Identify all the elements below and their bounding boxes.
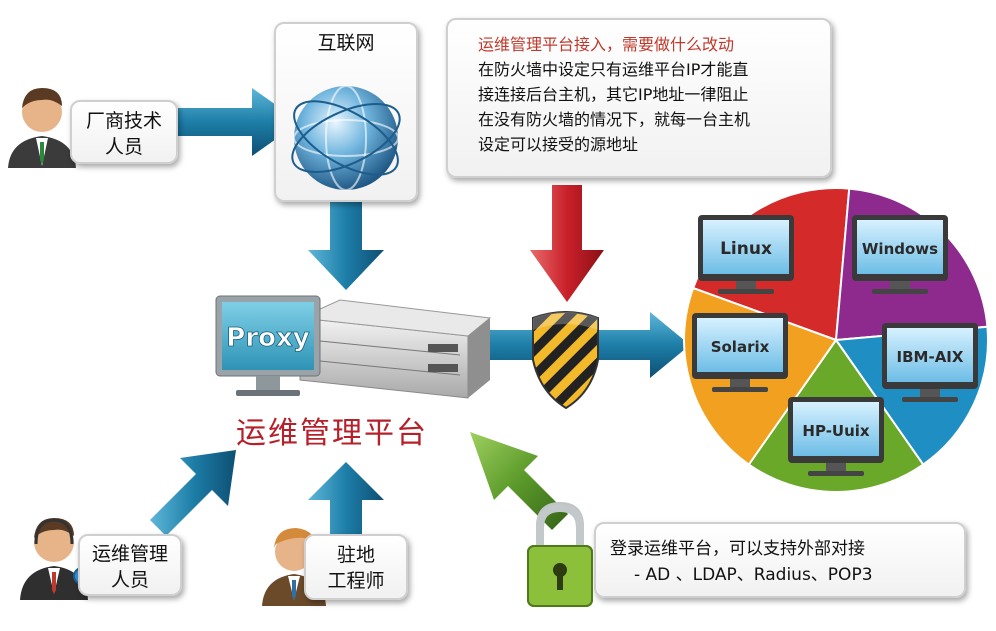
firewall-note-line: 接连接后台主机，其它IP地址一律阻止 [478,85,749,104]
monitor-icon [852,215,948,294]
os-label-windows: Windows [862,240,938,258]
proxy-server-icon [215,295,492,399]
monitor-icon [698,215,794,294]
firewall-note-card: 运维管理平台接入，需要做什么改动 在防火墙中设定只有运维平台IP才能直 接连接后… [446,18,832,178]
vendor-card: 厂商技术 人员 [70,100,178,164]
firewall-note-line: 在没有防火墙的情况下，就每一台主机 [478,110,751,129]
login-note-line1: 登录运维平台，可以支持外部对接 [610,539,865,559]
arrow-internet-to-proxy [308,200,384,290]
vendor-person-icon [8,88,76,168]
arrow-engineer-to-proxy [308,462,384,545]
proxy-caption: 运维管理平台 [236,416,428,451]
firewall-note-line: 在防火墙中设定只有运维平台IP才能直 [478,60,749,79]
monitor-icon [692,313,788,392]
login-note-card: 登录运维平台，可以支持外部对接 - AD 、LDAP、Radius、POP3 [594,522,966,598]
lock-overlay-icon [527,503,593,607]
arrow-firewall-down [530,185,604,302]
engineer-label-line2: 工程师 [327,570,385,592]
arrow-vendor-to-internet [178,88,300,156]
vendor-label-line1: 厂商技术 [85,110,162,132]
firewall-note-title: 运维管理平台接入，需要做什么改动 [478,35,735,54]
internet-label: 互联网 [317,32,375,54]
proxy-screen-text: Proxy [226,323,310,353]
arrow-login-to-proxy [470,432,568,530]
firewall-shield-icon [532,311,599,410]
monitor-icon [788,397,884,476]
vendor-label-line2: 人员 [104,136,143,158]
firewall-note-line: 设定可以接受的源地址 [478,135,639,154]
os-label-solarix: Solarix [711,338,770,356]
ops-card: 运维管理 人员 [78,534,182,596]
os-label-linux: Linux [720,239,772,259]
internet-card: 互联网 [274,22,418,202]
monitor-icon [882,323,978,402]
os-label-hp-uuix: HP-Uuix [802,422,870,440]
login-note-line2: - AD 、LDAP、Radius、POP3 [634,565,873,585]
ops-label-line2: 人员 [110,569,149,591]
os-label-ibm-aix: IBM-AIX [897,348,964,366]
arrow-ops-to-proxy [150,450,236,536]
ops-label-line1: 运维管理 [91,543,168,565]
engineer-card: 驻地 工程师 [304,534,408,600]
engineer-label-line1: 驻地 [336,544,375,566]
